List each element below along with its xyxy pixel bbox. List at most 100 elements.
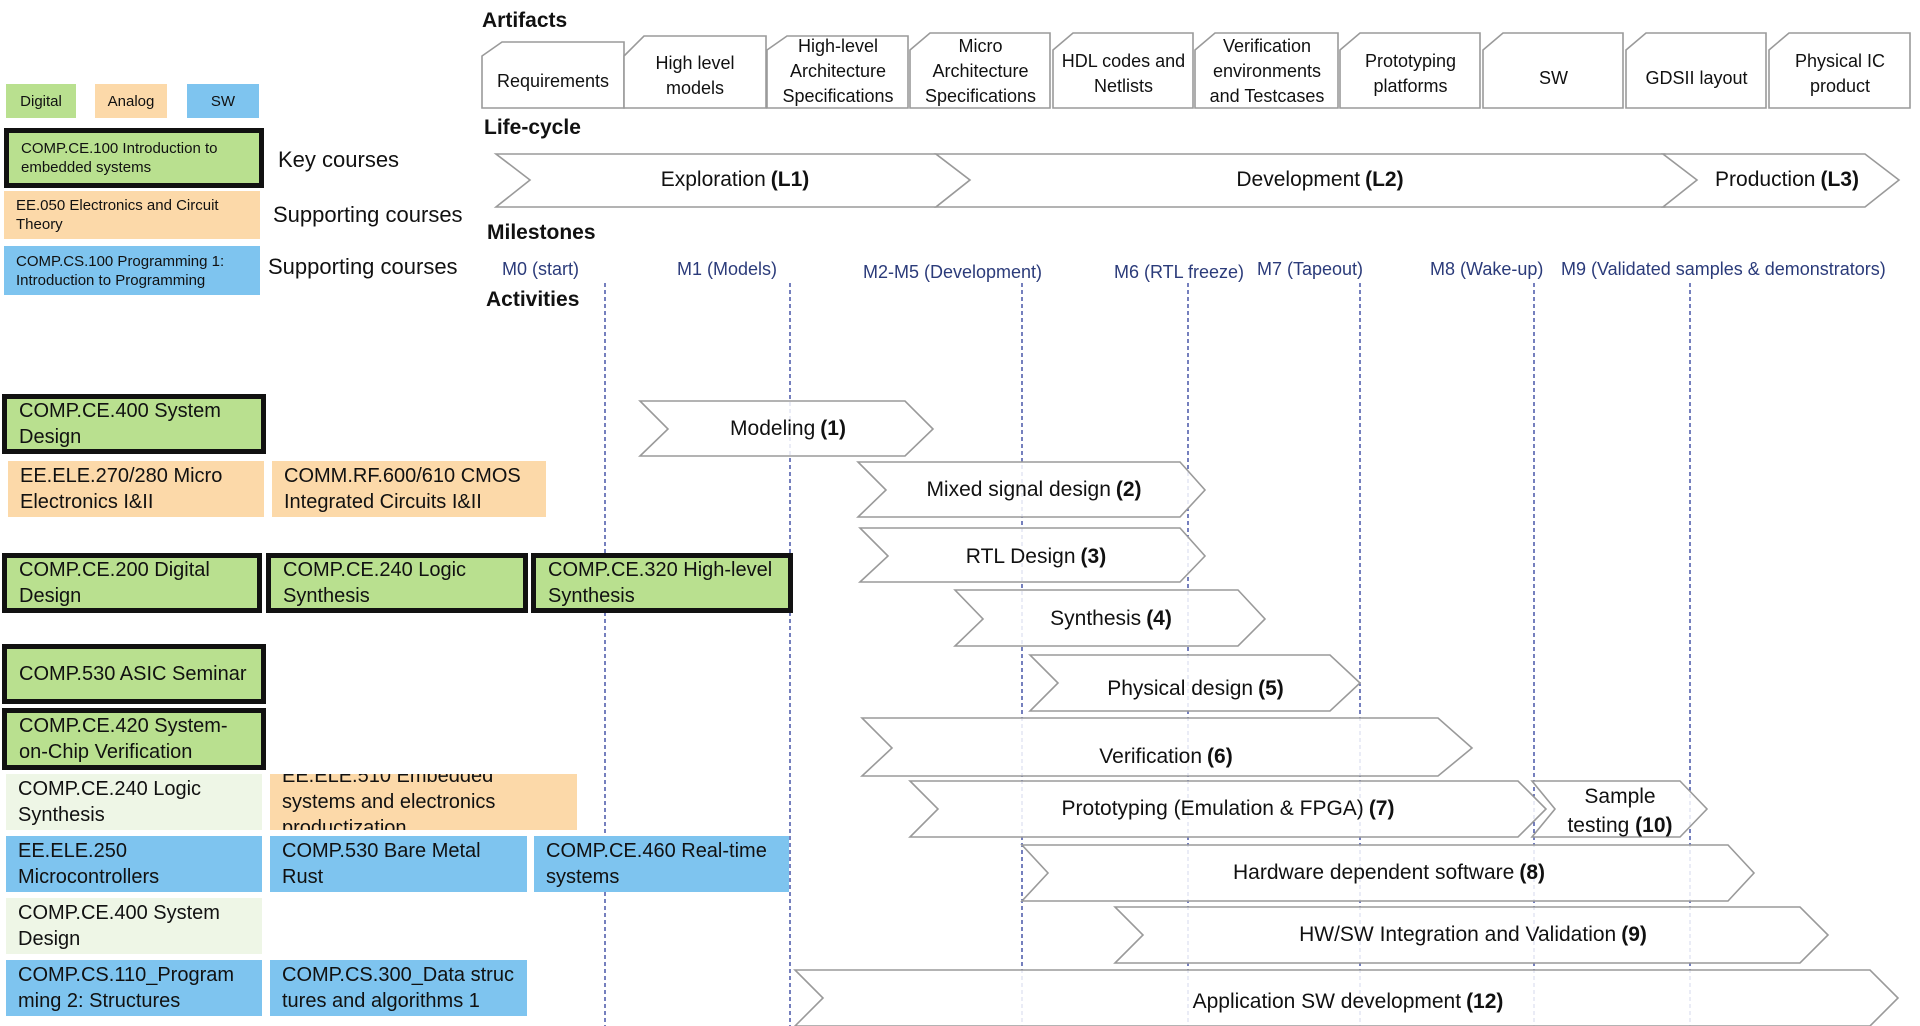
intro-analog-course: EE.050 Electronics and Circuit Theory: [4, 191, 260, 239]
artifact-sw: SW: [1539, 67, 1568, 88]
course-data-structures: COMP.CS.300_Data struc tures and algorit…: [270, 960, 527, 1016]
activity-app-sw: Application SW development(12): [823, 985, 1873, 1019]
lifecycle-development-label: Development: [1236, 168, 1361, 191]
lifecycle-production-code: (L3): [1820, 168, 1859, 191]
artifact-box-7: [1339, 32, 1481, 109]
course-digital-design: COMP.CE.200 Digital Design: [2, 553, 262, 613]
milestone-m6: M6 (RTL freeze): [1114, 262, 1245, 282]
activity-app-sw-label: Application SW development: [1192, 990, 1462, 1013]
activity-arrow-modeling: [638, 400, 935, 457]
lifecycle-production-label: Production: [1715, 168, 1816, 191]
course-programming-2: COMP.CS.110_Program ming 2: Structures: [6, 960, 262, 1016]
lifecycle-development-code: (L2): [1365, 168, 1404, 191]
course-logic-synthesis: COMP.CE.240 Logic Synthesis: [6, 774, 262, 830]
activity-verification-num: (6): [1207, 745, 1233, 768]
course-microcontrollers: EE.ELE.250 Microcontrollers: [6, 836, 262, 892]
legend-digital: Digital: [6, 84, 76, 118]
activity-rtl-label: RTL Design: [965, 545, 1076, 568]
activity-physical: Physical design(5): [1058, 672, 1333, 706]
activity-arrow-sample-testing: [1530, 780, 1709, 838]
intro-key-course: COMP.CE.100 Introduction to embedded sys…: [4, 128, 264, 188]
activity-hw-dep-sw-label: Hardware dependent software: [1232, 861, 1515, 884]
artifact-requirements: Requirements: [496, 70, 610, 91]
activity-verification: Verification(6): [892, 740, 1440, 774]
activity-synthesis-num: (4): [1146, 607, 1172, 630]
activity-physical-label: Physical design: [1107, 677, 1254, 700]
activity-hw-dep-sw-num: (8): [1519, 861, 1545, 884]
activity-hwsw-integration-label: HW/SW Integration and Validation: [1299, 923, 1617, 946]
course-asic-seminar: COMP.530 ASIC Seminar: [2, 644, 266, 704]
activity-prototyping-num: (7): [1368, 797, 1395, 820]
activity-synthesis-label: Synthesis: [1050, 607, 1142, 630]
artifact-box-10: [1768, 32, 1911, 109]
activity-arrow-hwsw-integration: [1113, 906, 1830, 964]
artifact-box-8: [1482, 32, 1624, 109]
lifecycle-heading: Life-cycle: [484, 116, 581, 139]
artifact-box-3: [766, 35, 909, 109]
artifact-box-6: [1194, 32, 1339, 109]
artifact-verification-env: Verification environments and Testcases: [1209, 35, 1325, 106]
artifact-box-2: [623, 35, 767, 109]
activity-modeling-label: Modeling: [730, 417, 816, 440]
milestone-m7: M7 (Tapeout): [1257, 259, 1364, 279]
milestone-m9: M9 (Validated samples & demonstrators): [1561, 259, 1886, 279]
activity-arrow-rtl: [857, 527, 1207, 583]
activity-app-sw-num: (12): [1466, 990, 1504, 1013]
artifact-hl-arch-spec: High-level Architecture Specifications: [782, 35, 894, 106]
activity-arrow-physical: [1028, 654, 1362, 712]
activity-arrow-synthesis: [953, 589, 1267, 647]
activity-rtl-num: (3): [1080, 545, 1107, 568]
intro-sw-course: COMP.CS.100 Programming 1: Introduction …: [4, 246, 260, 295]
lifecycle-production: Production(L3): [1697, 163, 1877, 197]
activity-hwsw-integration: HW/SW Integration and Validation(9): [1143, 918, 1803, 952]
legend-analog: Analog: [95, 84, 167, 118]
course-micro-electronics: EE.ELE.270/280 Micro Electronics I&II: [8, 461, 264, 517]
artifact-prototyping-platforms: Prototyping platforms: [1364, 51, 1457, 96]
artifact-box-4: [909, 32, 1051, 109]
supporting-courses-label-sw: Supporting courses: [268, 254, 458, 279]
course-logic-synthesis-key: COMP.CE.240 Logic Synthesis: [266, 553, 528, 613]
milestone-m0: M0 (start): [502, 259, 580, 279]
lifecycle-exploration-code: (L1): [770, 168, 810, 191]
course-soc-verification: COMP.CE.420 System-on-Chip Verification: [2, 708, 266, 770]
activity-sample-testing: Sample testing (10): [1560, 782, 1680, 840]
activity-mixed-signal-num: (2): [1115, 478, 1142, 501]
activity-arrow-app-sw: [793, 969, 1900, 1026]
lifecycle-exploration: Exploration(L1): [530, 163, 940, 197]
activity-arrow-prototyping: [908, 780, 1548, 838]
lifecycle-development: Development(L2): [980, 163, 1660, 197]
key-courses-label: Key courses: [278, 147, 400, 172]
artifact-box-5: [1052, 32, 1194, 109]
milestones-heading: Milestones: [487, 221, 596, 244]
activity-prototyping: Prototyping (Emulation & FPGA)(7): [938, 792, 1518, 826]
lifecycle-exploration-label: Exploration: [660, 168, 766, 191]
activity-arrow-hw-dep-sw: [1020, 844, 1756, 902]
activity-hwsw-integration-num: (9): [1621, 923, 1647, 946]
milestone-m2-m5: M2-M5 (Development): [863, 262, 1043, 282]
artifact-box-9: [1625, 32, 1767, 109]
artifact-high-level-models: High level models: [655, 53, 735, 98]
activity-physical-num: (5): [1258, 677, 1284, 700]
activity-modeling: Modeling(1): [668, 412, 908, 446]
course-realtime: COMP.CE.460 Real-time systems: [534, 836, 789, 892]
artifact-micro-arch-spec: Micro Architecture Specifications: [924, 35, 1037, 106]
activity-modeling-num: (1): [820, 417, 846, 440]
course-productization: EE.ELE.510 Embedded systems and electron…: [270, 774, 577, 830]
supporting-courses-label-analog: Supporting courses: [273, 202, 463, 227]
activity-mixed-signal: Mixed signal design(2): [886, 473, 1182, 507]
legend-sw: SW: [187, 84, 259, 118]
artifact-physical-ic: Physical IC product: [1794, 51, 1886, 96]
activities-heading: Activities: [486, 288, 580, 311]
activity-prototyping-label: Prototyping (Emulation & FPGA): [1061, 797, 1364, 820]
activity-sample-testing-num: (10): [1635, 814, 1673, 837]
activity-mixed-signal-label: Mixed signal design: [926, 478, 1111, 501]
activity-arrow-verification: [859, 717, 1474, 777]
course-high-level-synthesis: COMP.CE.320 High-level Synthesis: [531, 553, 793, 613]
activity-verification-label: Verification: [1099, 745, 1203, 768]
milestone-m1: M1 (Models): [677, 259, 778, 279]
activity-synthesis: Synthesis(4): [983, 602, 1239, 636]
artifacts-heading: Artifacts: [482, 9, 568, 32]
course-system-design: COMP.CE.400 System Design: [2, 394, 266, 454]
